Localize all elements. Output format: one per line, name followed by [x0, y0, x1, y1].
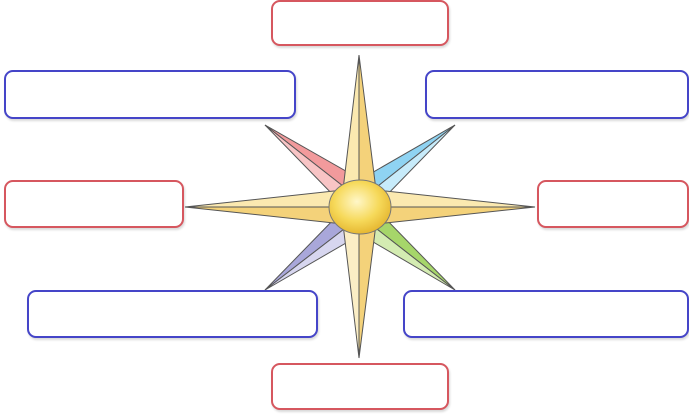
- label-box-west[interactable]: [4, 180, 184, 228]
- label-box-east[interactable]: [537, 180, 689, 228]
- label-box-southwest[interactable]: [27, 290, 318, 338]
- label-box-north[interactable]: [271, 0, 449, 46]
- label-box-southeast[interactable]: [403, 290, 689, 338]
- label-box-northeast[interactable]: [425, 70, 689, 119]
- compass-center: [329, 180, 391, 234]
- label-box-south[interactable]: [271, 363, 449, 410]
- label-box-northwest[interactable]: [4, 70, 296, 119]
